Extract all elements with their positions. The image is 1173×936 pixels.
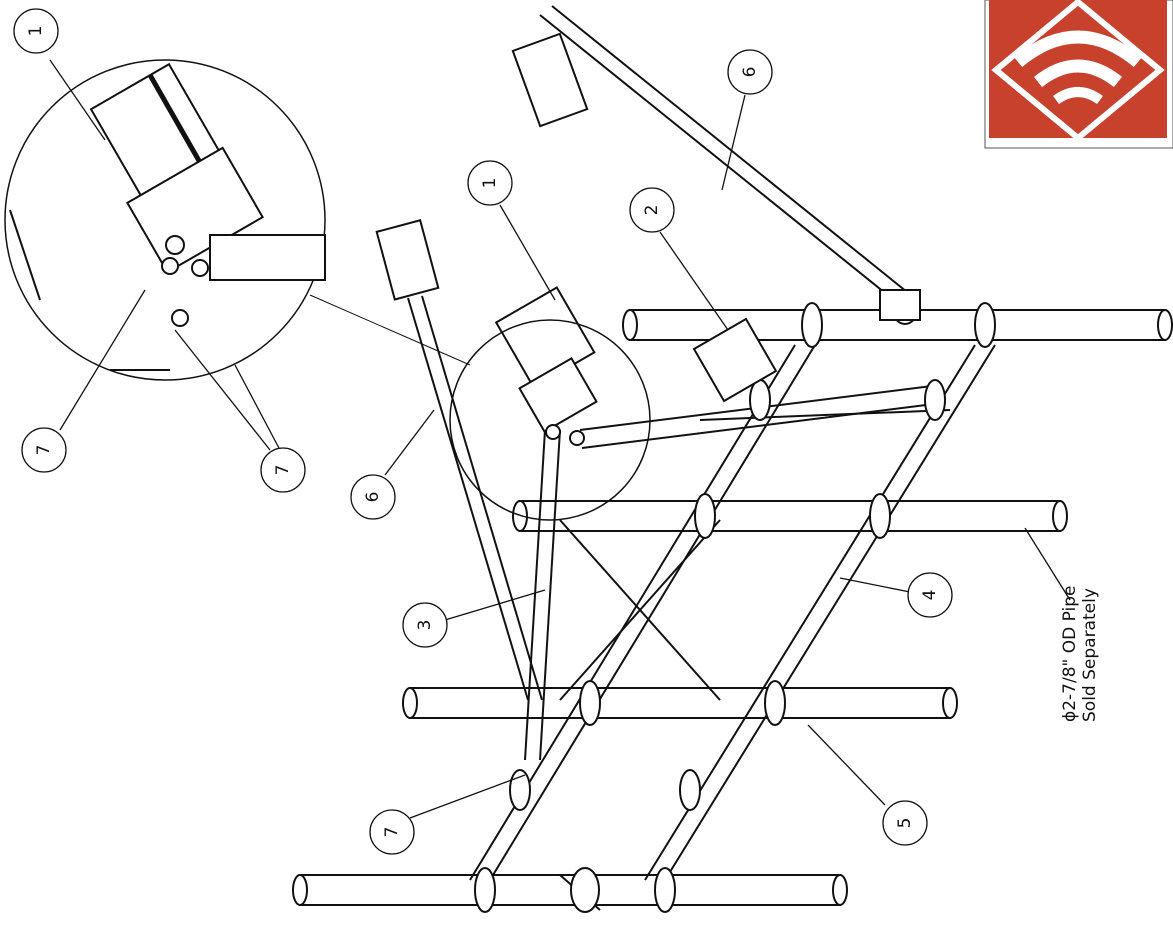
pipe-3 bbox=[402, 687, 958, 719]
pipe-note-line1: ϕ2-7/8" OD Pipe bbox=[1060, 586, 1080, 722]
pipe-note: ϕ2-7/8" OD Pipe Sold Separately bbox=[1060, 586, 1100, 722]
callout-2: 2 bbox=[629, 187, 675, 233]
callout-1-detail: 1 bbox=[13, 8, 59, 54]
callout-7-detail-right: 7 bbox=[260, 447, 306, 493]
mount-brackets bbox=[375, 32, 921, 446]
svg-text:7: 7 bbox=[382, 827, 402, 838]
frame-members bbox=[407, 5, 996, 911]
svg-text:3: 3 bbox=[415, 620, 435, 631]
detail-source-circle bbox=[449, 319, 651, 521]
svg-text:7: 7 bbox=[273, 465, 293, 476]
svg-text:7: 7 bbox=[34, 445, 54, 456]
svg-text:4: 4 bbox=[920, 590, 940, 601]
callout-6-lower: 6 bbox=[350, 474, 396, 520]
callout-5: 5 bbox=[882, 800, 928, 846]
callout-4: 4 bbox=[907, 572, 953, 618]
callout-3: 3 bbox=[402, 602, 448, 648]
svg-text:6: 6 bbox=[740, 67, 760, 78]
svg-text:6: 6 bbox=[363, 492, 383, 503]
detail-view bbox=[4, 59, 326, 381]
svg-text:1: 1 bbox=[26, 26, 46, 37]
svg-text:2: 2 bbox=[642, 205, 662, 216]
callout-6-upper: 6 bbox=[727, 49, 773, 95]
wifi-signal-logo bbox=[984, 0, 1173, 149]
svg-text:1: 1 bbox=[480, 178, 500, 189]
pipe-2 bbox=[512, 500, 1068, 532]
leader-lines bbox=[49, 59, 1071, 819]
callout-7-detail-left: 7 bbox=[21, 427, 67, 473]
callout-1-main: 1 bbox=[467, 160, 513, 206]
pipe-note-line2: Sold Separately bbox=[1080, 588, 1100, 722]
callout-7-main: 7 bbox=[369, 809, 415, 855]
svg-text:5: 5 bbox=[895, 818, 915, 829]
